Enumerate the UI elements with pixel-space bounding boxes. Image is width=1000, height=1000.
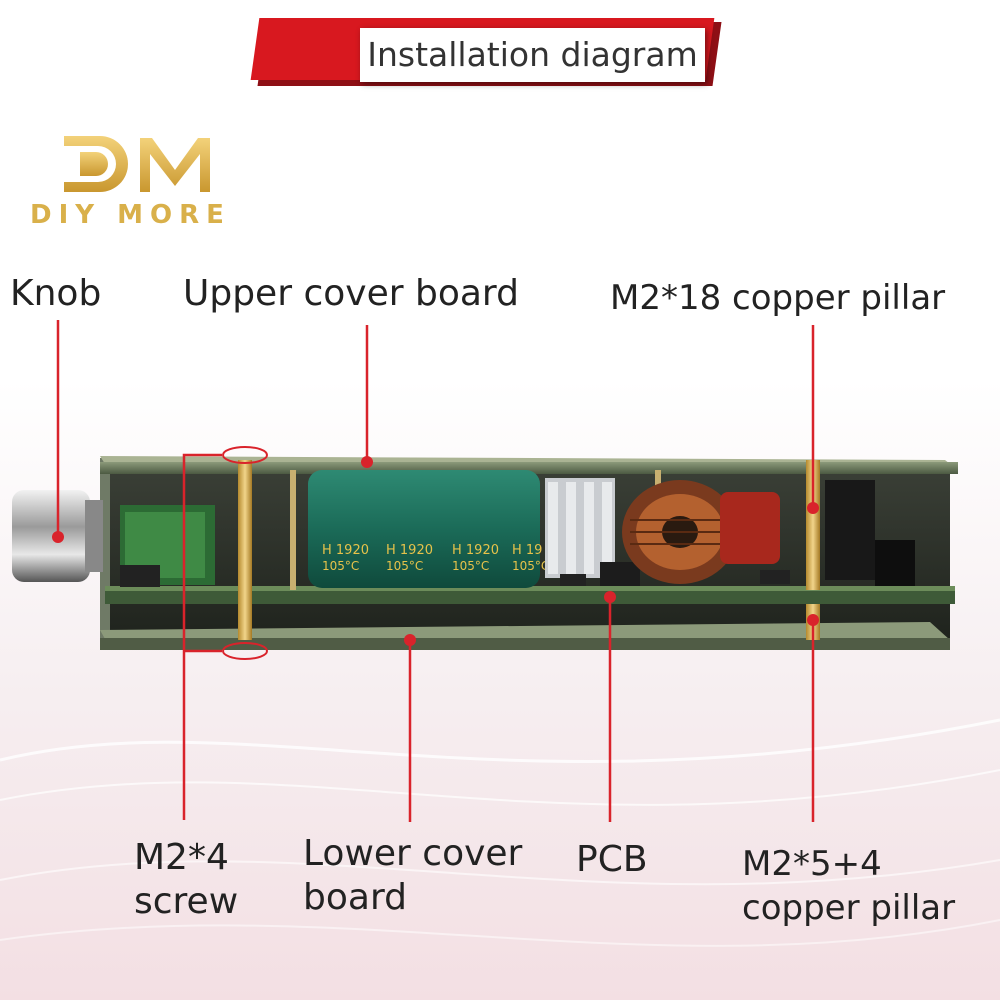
page-title: Installation diagram [367, 35, 698, 74]
diymore-logo-icon [64, 136, 210, 192]
cap-temp-3: 105°C [452, 559, 489, 573]
cap-mark-3: H 1920 [452, 543, 499, 558]
logo-brand-text: DIY MORE [30, 200, 231, 230]
cap-temp-4: 105°C [512, 559, 549, 573]
cap-mark-1: H 1920 [322, 543, 369, 558]
cap-temp-1: 105°C [322, 559, 359, 573]
label-knob: Knob [10, 273, 102, 314]
label-m2-18-copper-pillar: M2*18 copper pillar [610, 278, 946, 318]
label-m2-4-screw: M2*4 screw [134, 837, 239, 922]
header-box [360, 28, 705, 82]
cap-temp-2: 105°C [386, 559, 423, 573]
label-m2-5-4-copper-pillar: M2*5+4 copper pillar [742, 844, 956, 928]
label-upper-cover-board: Upper cover board [183, 273, 519, 314]
label-pcb: PCB [576, 839, 648, 880]
cap-mark-4: H 19 [512, 543, 542, 558]
cap-mark-2: H 1920 [386, 543, 433, 558]
label-lower-cover-board: Lower cover board [303, 833, 523, 918]
